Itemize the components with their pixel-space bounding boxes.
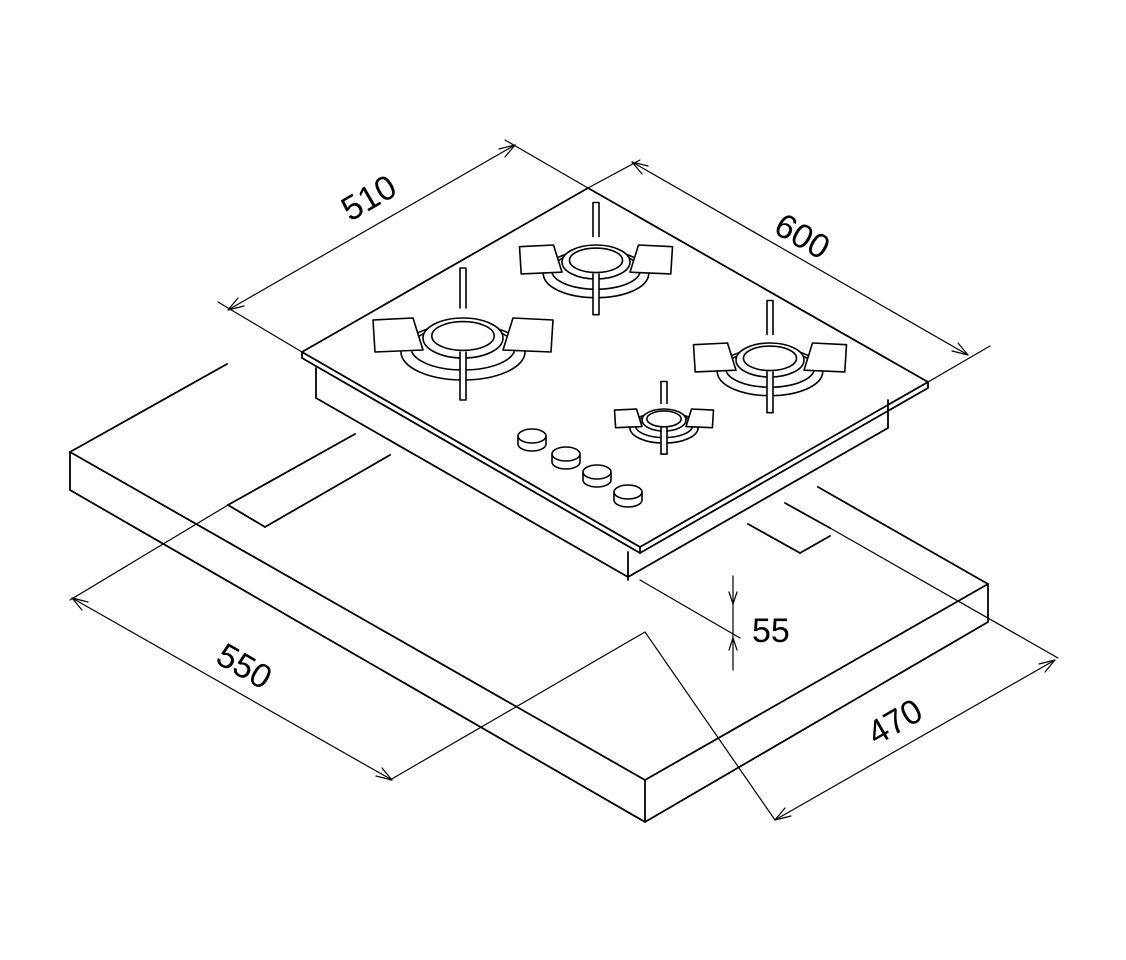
pan-support-arm-right <box>685 408 715 429</box>
cutout-opening <box>227 433 831 581</box>
burner-rear-right <box>518 201 674 316</box>
dimension-label-550: 550 <box>210 636 278 697</box>
pan-support-arm-left <box>692 342 737 373</box>
pan-support-prong-front <box>592 273 600 316</box>
dimension-lines <box>69 139 1059 821</box>
pan-support-arm-right <box>502 317 554 353</box>
burners <box>372 201 848 455</box>
control-knob <box>517 428 547 452</box>
pan-support-arm-left <box>613 408 643 429</box>
dimension-label-510: 510 <box>335 168 403 229</box>
burner-front-left <box>613 380 715 455</box>
knob-top <box>613 484 643 500</box>
pan-support-prong-rear <box>459 267 467 309</box>
pan-support-prong-front <box>660 426 668 455</box>
knob-top <box>517 428 547 444</box>
pan-support-arm-right <box>629 244 674 275</box>
pan-support-prong-rear <box>660 380 668 405</box>
dimension-label-470: 470 <box>861 692 929 753</box>
burner-crown <box>646 410 682 428</box>
dimension-label-55: 55 <box>752 612 790 650</box>
hob-body <box>301 187 929 578</box>
control-knob <box>551 446 581 470</box>
burner-front-right <box>692 299 848 414</box>
knob-top <box>582 464 612 480</box>
control-knob <box>582 464 612 488</box>
pan-support-prong-rear <box>766 299 774 336</box>
countertop <box>69 363 989 823</box>
pan-support-arm-left <box>518 244 563 275</box>
control-knob <box>613 484 643 508</box>
burner-crown <box>568 247 624 274</box>
pan-support-arm-right <box>803 342 848 373</box>
knob-top <box>551 446 581 462</box>
pan-support-arm-left <box>372 317 424 353</box>
burner-crown <box>742 345 798 372</box>
pan-support-prong-front <box>766 371 774 414</box>
control-knobs <box>517 428 643 508</box>
dimension-label-600: 600 <box>768 206 836 267</box>
pan-support-prong-front <box>459 351 467 401</box>
pan-support-prong-rear <box>592 201 600 238</box>
burner-rear-left <box>372 267 554 401</box>
burner-crown <box>430 320 495 352</box>
